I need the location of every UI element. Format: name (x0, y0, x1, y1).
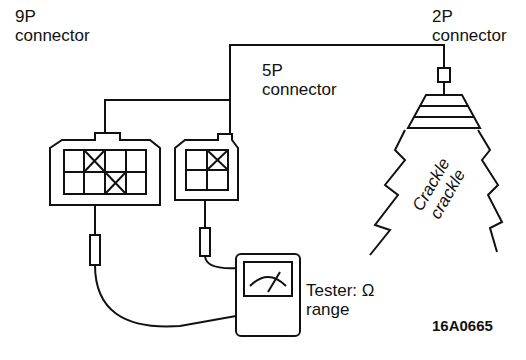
harness-wire (105, 100, 230, 140)
connector-face (64, 150, 146, 194)
meter-scale (250, 277, 286, 286)
sound-burst (370, 130, 405, 255)
harness-wire (230, 45, 444, 100)
connector-label: 2P connector (432, 8, 518, 45)
speaker (408, 95, 480, 128)
tester-probe (90, 235, 100, 265)
connector-face (186, 150, 228, 190)
connector-2p (438, 68, 450, 82)
meter-needle (268, 272, 280, 292)
tester-probe (200, 228, 210, 256)
probe-lead (95, 265, 236, 326)
connector-label: 5P connector (262, 62, 348, 99)
tester-label: Tester: Ω range (306, 282, 380, 319)
sound-text: Crackle crackle (407, 152, 472, 228)
sound-burst (478, 130, 502, 252)
figure-number: 16A0665 (432, 318, 522, 335)
tester-body (236, 254, 300, 336)
connector-label: 9P connector (15, 8, 101, 45)
meter-display (244, 262, 292, 296)
connector-housing (50, 133, 160, 205)
probe-lead (205, 256, 238, 268)
connector-housing (175, 134, 238, 200)
